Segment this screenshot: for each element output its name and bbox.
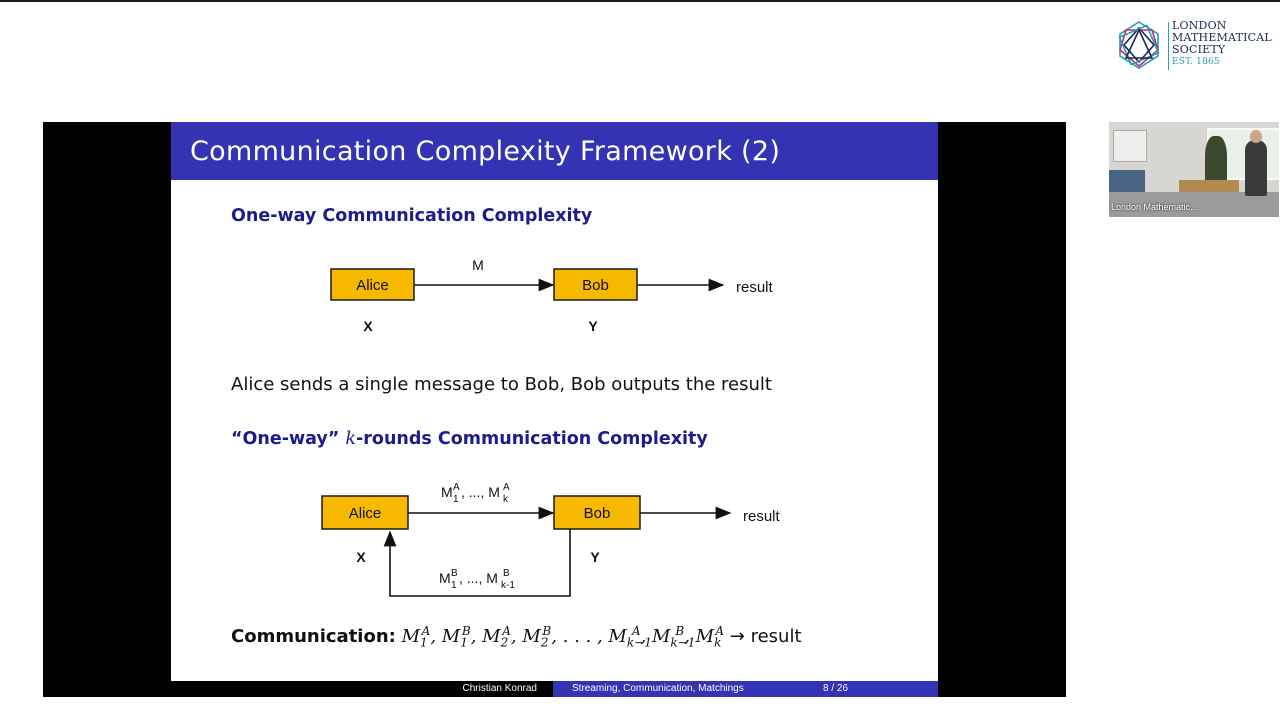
lms-line-2: MATHEMATICAL	[1172, 31, 1272, 44]
lms-line-3: SOCIETY	[1172, 43, 1226, 56]
svg-text:A: A	[503, 482, 510, 493]
top-border	[0, 0, 1280, 2]
lms-logo: LONDON MATHEMATICAL SOCIETY EST. 1865	[1114, 20, 1274, 72]
section1-heading: One-way Communication Complexity	[231, 206, 593, 226]
svg-text:, ..., M: , ..., M	[461, 484, 500, 500]
lms-line-1: LONDON	[1172, 19, 1227, 32]
svg-text:B: B	[451, 568, 458, 579]
communication-sequence: M1A, M1B, M2A, M2B, . . . , Mk−1A, Mk−1B…	[401, 624, 725, 650]
slide-footer: Christian Konrad Streaming, Communicatio…	[171, 681, 938, 697]
communication-result: result	[750, 626, 802, 647]
webcam-thumbnail[interactable]: London Mathematic...	[1109, 122, 1279, 217]
lms-wordmark: LONDON MATHEMATICAL SOCIETY EST. 1865	[1172, 20, 1272, 68]
svg-text:1: 1	[451, 580, 457, 591]
footer-page-number: 8 / 26	[823, 683, 849, 694]
message-label: M	[472, 257, 484, 273]
bob-label-1: Bob	[582, 277, 609, 294]
svg-text:M: M	[441, 484, 453, 500]
svg-text:1: 1	[453, 494, 459, 505]
implies-arrow: →	[729, 626, 745, 647]
slide-title-bar: Communication Complexity Framework (2)	[171, 122, 938, 180]
speaker-figure	[1245, 140, 1267, 196]
section2-heading: “One-way” k-rounds Communication Complex…	[231, 429, 708, 449]
communication-diagram: Alice Bob M result X Y Alice Bob result …	[321, 257, 781, 597]
x-label-1: X	[363, 318, 373, 334]
result-label-2: result	[743, 508, 781, 525]
section1-description: Alice sends a single message to Bob, Bob…	[231, 374, 772, 395]
svg-text:k-1: k-1	[501, 580, 515, 591]
forward-messages-label: M 1 A , ..., M k A	[441, 482, 510, 505]
footer-talk-title: Streaming, Communication, Matchings	[572, 683, 744, 694]
svg-text:, ..., M: , ..., M	[459, 570, 498, 586]
alice-label-1: Alice	[356, 277, 389, 294]
svg-text:M: M	[439, 570, 451, 586]
lms-emblem-icon	[1118, 21, 1160, 69]
svg-text:A: A	[453, 482, 460, 493]
footer-author: Christian Konrad	[462, 683, 537, 694]
alice-box-2	[321, 495, 409, 530]
back-arrow	[383, 529, 571, 597]
x-label-2: X	[356, 549, 366, 565]
slide-frame: Communication Complexity Framework (2) O…	[43, 122, 1066, 697]
slide: Communication Complexity Framework (2) O…	[171, 122, 938, 697]
alice-label-2: Alice	[349, 505, 382, 522]
slide-title: Communication Complexity Framework (2)	[190, 136, 781, 167]
back-messages-label: M 1 B , ..., M k-1 B	[439, 568, 515, 591]
bob-label-2: Bob	[584, 505, 611, 522]
svg-text:B: B	[503, 568, 510, 579]
y-label-1: Y	[588, 318, 598, 334]
communication-label: Communication:	[231, 626, 396, 647]
y-label-2: Y	[590, 549, 600, 565]
lms-divider	[1168, 22, 1169, 70]
communication-line: Communication: M1A, M1B, M2A, M2B, . . .…	[231, 624, 802, 650]
lms-est: EST. 1865	[1172, 57, 1220, 67]
alice-box-1	[330, 268, 415, 301]
svg-text:k: k	[503, 494, 509, 505]
webcam-label: London Mathematic...	[1111, 202, 1198, 212]
result-label-1: result	[736, 279, 774, 296]
